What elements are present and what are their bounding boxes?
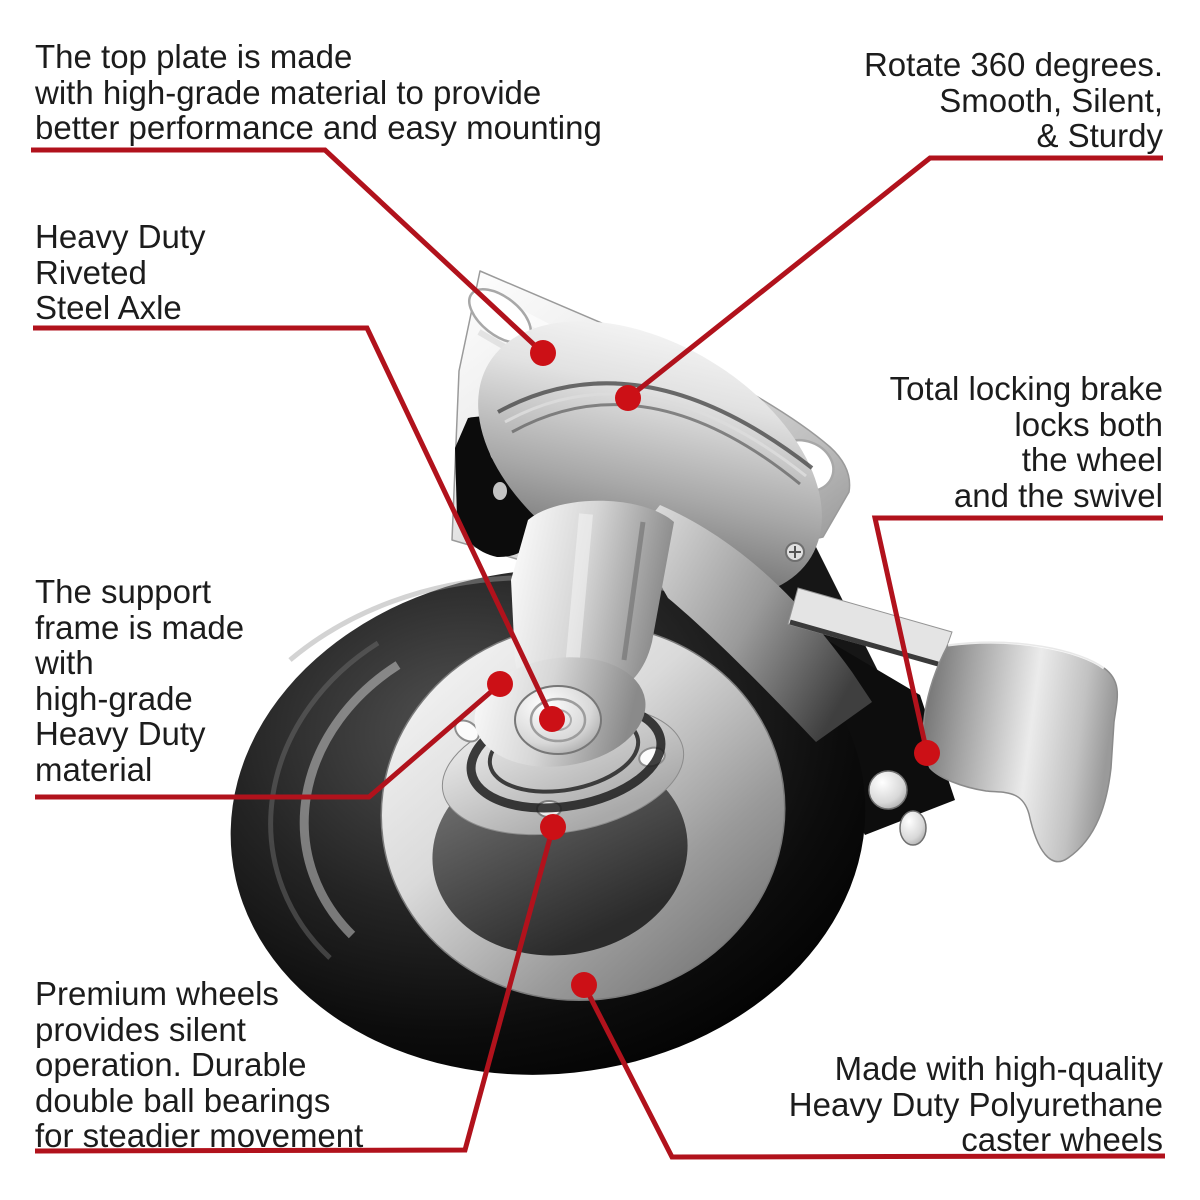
cavity-rivet: [493, 482, 507, 500]
callout-dot-polyurethane: [571, 972, 597, 998]
callout-dot-support-frame: [487, 671, 513, 697]
bearing-race: [504, 392, 807, 478]
callout-text-steel-axle: Heavy Duty Riveted Steel Axle: [35, 218, 206, 326]
callout-line-rotate: [626, 155, 1163, 400]
brake-pedal: [922, 641, 1119, 863]
callout-line-premium-wheels: [34, 826, 556, 1154]
brake-arm-underedge: [789, 619, 939, 667]
frame-screw-cross: [789, 546, 801, 558]
callout-text-polyurethane: Made with high-quality Heavy Duty Polyur…: [788, 1050, 1163, 1158]
bearing-race: [511, 403, 801, 486]
support-frame-front-leg: [511, 500, 674, 707]
axle-bolt-ring: [529, 697, 587, 743]
callout-dot-brake: [914, 740, 940, 766]
callout-line-axle: [33, 325, 555, 720]
brake-pedal-top-highlight: [947, 640, 1105, 670]
callout-line-support-frame: [35, 682, 502, 800]
brake-hinge-bolt: [868, 770, 908, 810]
callout-dot-axle: [539, 706, 565, 732]
bearing-race: [497, 381, 814, 470]
callout-text-premium-wheels: Premium wheels provides silent operation…: [35, 975, 364, 1154]
callout-line-top-plate: [31, 147, 545, 355]
callout-text-top-plate: The top plate is made with high-grade ma…: [35, 38, 602, 146]
support-frame-right-leg: [647, 505, 872, 742]
callout-overlay: [31, 147, 1166, 1160]
callout-dot-rotate: [615, 385, 641, 411]
brake-hinge-pin: [899, 810, 927, 846]
front-leg-crease: [621, 521, 646, 661]
callout-line-polyurethane: [581, 983, 1166, 1160]
callout-text-locking-brake: Total locking brake locks both the wheel…: [889, 370, 1163, 514]
callout-text-support-frame: The support frame is made with high-grad…: [35, 573, 245, 788]
tire-rim-light: [288, 575, 513, 662]
callout-text-rotate-360: Rotate 360 degrees. Smooth, Silent, & St…: [863, 46, 1163, 154]
callout-dot-premium-wheels: [540, 814, 566, 840]
callout-line-brake: [871, 515, 1163, 754]
callout-dot-top-plate: [530, 340, 556, 366]
